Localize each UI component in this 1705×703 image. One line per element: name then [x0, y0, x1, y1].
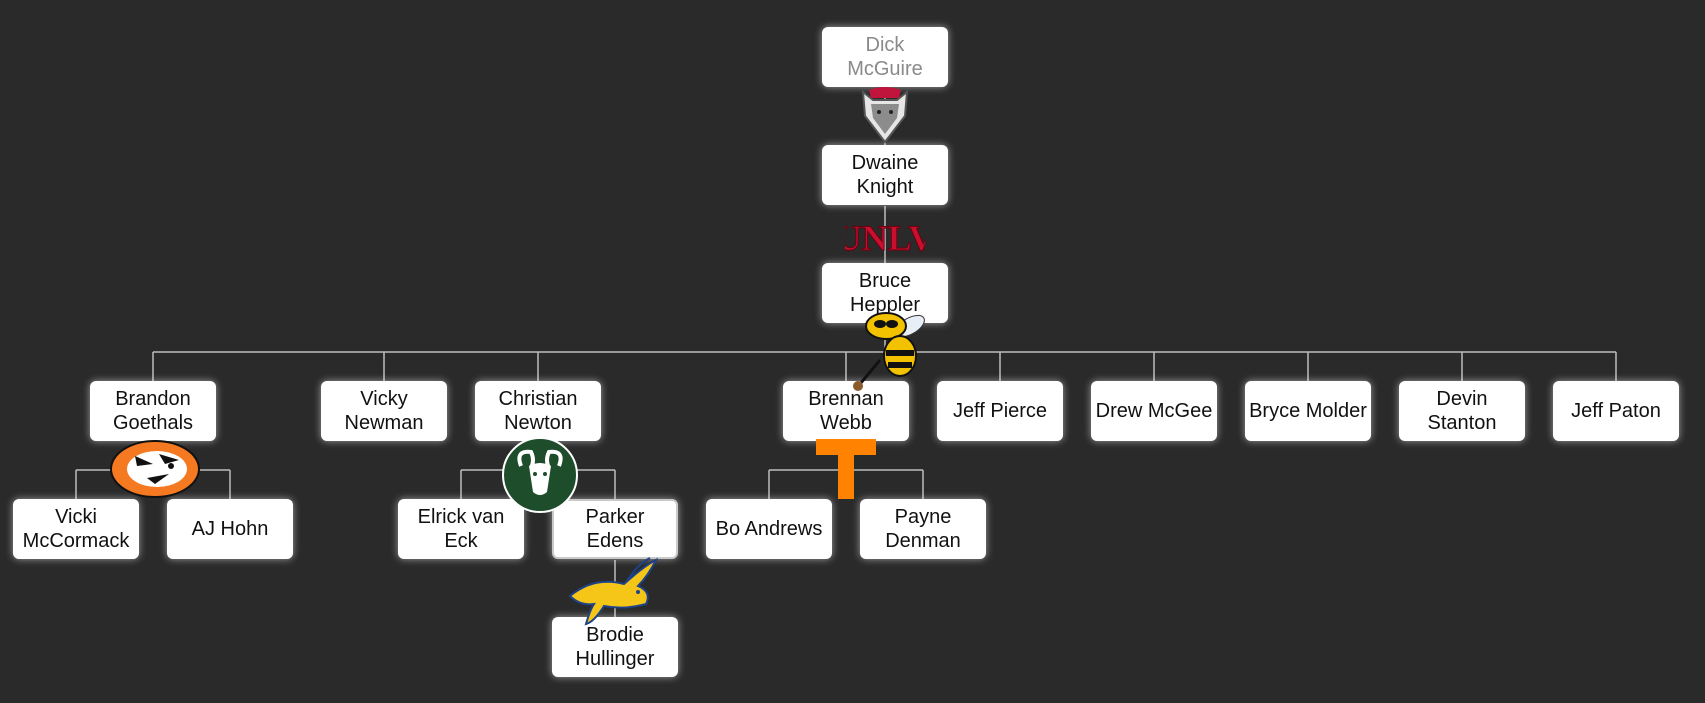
- person-name: Vicky Newman: [344, 388, 424, 434]
- person-name: Parker Edens: [585, 506, 645, 552]
- lobos-wolf-logo: [861, 87, 909, 144]
- person-node-dwaine-knight: Dwaine Knight: [822, 145, 948, 205]
- svg-text:UNLV: UNLV: [845, 218, 925, 258]
- person-node-jeff-paton: Jeff Paton: [1553, 381, 1679, 441]
- person-node-bryce-molder: Bryce Molder: [1245, 381, 1371, 441]
- person-name: Jeff Pierce: [952, 400, 1048, 422]
- person-name: Elrick van Eck: [417, 506, 505, 552]
- person-node-brennan-webb: Brennan Webb: [783, 381, 909, 441]
- person-name: Brodie Hullinger: [575, 624, 655, 670]
- person-node-parker-edens: Parker Edens: [552, 499, 678, 559]
- person-node-vicky-newman: Vicky Newman: [321, 381, 447, 441]
- person-name: Bruce Heppler: [849, 270, 921, 316]
- power-t-logo: [816, 439, 876, 499]
- person-name: Drew McGee: [1095, 400, 1213, 422]
- jackrabbit-logo: [568, 557, 659, 626]
- person-node-jeff-pierce: Jeff Pierce: [937, 381, 1063, 441]
- person-name: Dwaine Knight: [851, 152, 919, 198]
- person-name: Jeff Paton: [1571, 400, 1661, 422]
- person-node-bruce-heppler: Bruce Heppler: [822, 263, 948, 323]
- person-node-elrick-van-eck: Elrick van Eck: [398, 499, 524, 559]
- person-name: Brennan Webb: [808, 388, 884, 434]
- person-name: Christian Newton: [498, 388, 578, 434]
- person-node-dick-mcguire: Dick McGuire: [822, 27, 948, 87]
- person-name: Devin Stanton: [1427, 388, 1497, 434]
- ram-logo: [502, 437, 578, 513]
- person-node-vicki-mccormack: Vicki McCormack: [13, 499, 139, 559]
- person-node-aj-hohn: AJ Hohn: [167, 499, 293, 559]
- person-name: Vicki McCormack: [22, 506, 130, 552]
- yellow-jacket-logo: [853, 312, 925, 391]
- person-node-devin-stanton: Devin Stanton: [1399, 381, 1525, 441]
- person-name: AJ Hohn: [191, 518, 269, 540]
- person-name: Dick McGuire: [847, 34, 923, 80]
- person-node-drew-mcgee: Drew McGee: [1091, 381, 1217, 441]
- person-name: Brandon Goethals: [112, 388, 194, 434]
- person-name: Bo Andrews: [715, 518, 823, 540]
- person-node-christian-newton: Christian Newton: [475, 381, 601, 441]
- person-node-bo-andrews: Bo Andrews: [706, 499, 832, 559]
- person-node-brandon-goethals: Brandon Goethals: [90, 381, 216, 441]
- person-node-brodie-hullinger: Brodie Hullinger: [552, 617, 678, 677]
- tiger-logo: [110, 440, 200, 498]
- person-name: Bryce Molder: [1249, 400, 1367, 422]
- unlv-wordmark-logo: UNLV: [845, 218, 925, 259]
- person-name: Payne Denman: [885, 506, 961, 552]
- person-node-payne-denman: Payne Denman: [860, 499, 986, 559]
